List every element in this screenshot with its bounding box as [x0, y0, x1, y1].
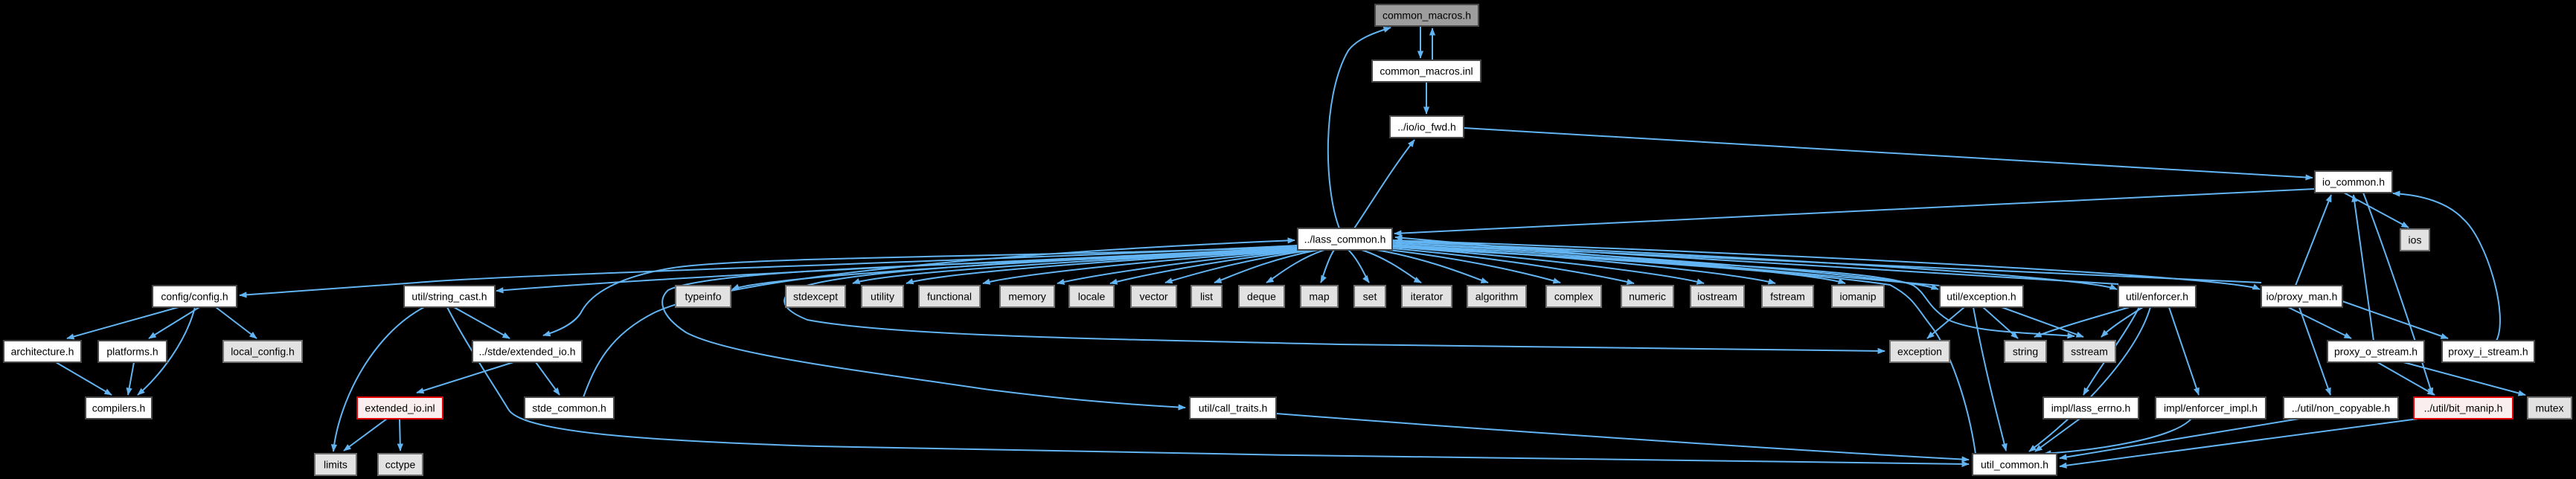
svg-text:../stde/extended_io.h: ../stde/extended_io.h — [479, 346, 576, 358]
svg-text:impl/enforcer_impl.h: impl/enforcer_impl.h — [2164, 402, 2258, 414]
svg-text:stde_common.h: stde_common.h — [532, 402, 606, 414]
svg-text:proxy_o_stream.h: proxy_o_stream.h — [2334, 346, 2418, 358]
svg-text:impl/lass_errno.h: impl/lass_errno.h — [2051, 402, 2131, 414]
svg-text:proxy_i_stream.h: proxy_i_stream.h — [2448, 346, 2528, 358]
svg-text:../util/bit_manip.h: ../util/bit_manip.h — [2424, 402, 2503, 414]
svg-text:set: set — [1363, 291, 1377, 303]
svg-text:util_common.h: util_common.h — [1981, 459, 2048, 471]
svg-text:extended_io.inl: extended_io.inl — [365, 402, 435, 414]
svg-text:deque: deque — [1247, 291, 1276, 303]
svg-text:memory: memory — [1008, 291, 1046, 303]
svg-text:complex: complex — [1554, 291, 1593, 303]
svg-text:util/call_traits.h: util/call_traits.h — [1199, 402, 1268, 414]
svg-text:list: list — [1200, 291, 1213, 303]
svg-text:iomanip: iomanip — [1839, 291, 1876, 303]
svg-text:exception: exception — [1897, 346, 1942, 358]
svg-text:util/string_cast.h: util/string_cast.h — [411, 291, 487, 303]
svg-text:cctype: cctype — [385, 459, 416, 471]
svg-text:functional: functional — [927, 291, 972, 303]
svg-text:iostream: iostream — [1697, 291, 1737, 303]
svg-text:../io/io_fwd.h: ../io/io_fwd.h — [1397, 121, 1456, 133]
svg-text:../lass_common.h: ../lass_common.h — [1304, 234, 1386, 245]
svg-text:typeinfo: typeinfo — [685, 291, 721, 303]
svg-text:io/proxy_man.h: io/proxy_man.h — [2266, 291, 2338, 303]
svg-text:algorithm: algorithm — [1476, 291, 1519, 303]
svg-text:sstream: sstream — [2071, 346, 2108, 358]
svg-text:map: map — [1309, 291, 1329, 303]
svg-text:ios: ios — [2409, 234, 2422, 246]
svg-text:vector: vector — [1139, 291, 1167, 303]
svg-text:mutex: mutex — [2535, 402, 2563, 414]
svg-text:limits: limits — [324, 459, 347, 471]
svg-text:common_macros.h: common_macros.h — [1382, 10, 1471, 22]
svg-text:numeric: numeric — [1629, 291, 1666, 303]
svg-text:../util/non_copyable.h: ../util/non_copyable.h — [2292, 402, 2390, 414]
svg-text:utility: utility — [871, 291, 894, 303]
svg-text:stdexcept: stdexcept — [793, 291, 838, 303]
svg-text:util/exception.h: util/exception.h — [1947, 291, 2016, 303]
svg-text:fstream: fstream — [1770, 291, 1805, 303]
svg-text:io_common.h: io_common.h — [2322, 176, 2385, 188]
svg-text:platforms.h: platforms.h — [106, 346, 158, 358]
svg-text:locale: locale — [1078, 291, 1106, 303]
svg-text:local_config.h: local_config.h — [231, 346, 295, 358]
svg-text:util/enforcer.h: util/enforcer.h — [2126, 291, 2188, 303]
svg-text:config/config.h: config/config.h — [161, 291, 228, 303]
svg-text:architecture.h: architecture.h — [11, 346, 74, 358]
svg-text:iterator: iterator — [1411, 291, 1444, 303]
svg-text:compilers.h: compilers.h — [92, 402, 146, 414]
svg-text:string: string — [2013, 346, 2038, 358]
svg-text:common_macros.inl: common_macros.inl — [1380, 65, 1473, 77]
